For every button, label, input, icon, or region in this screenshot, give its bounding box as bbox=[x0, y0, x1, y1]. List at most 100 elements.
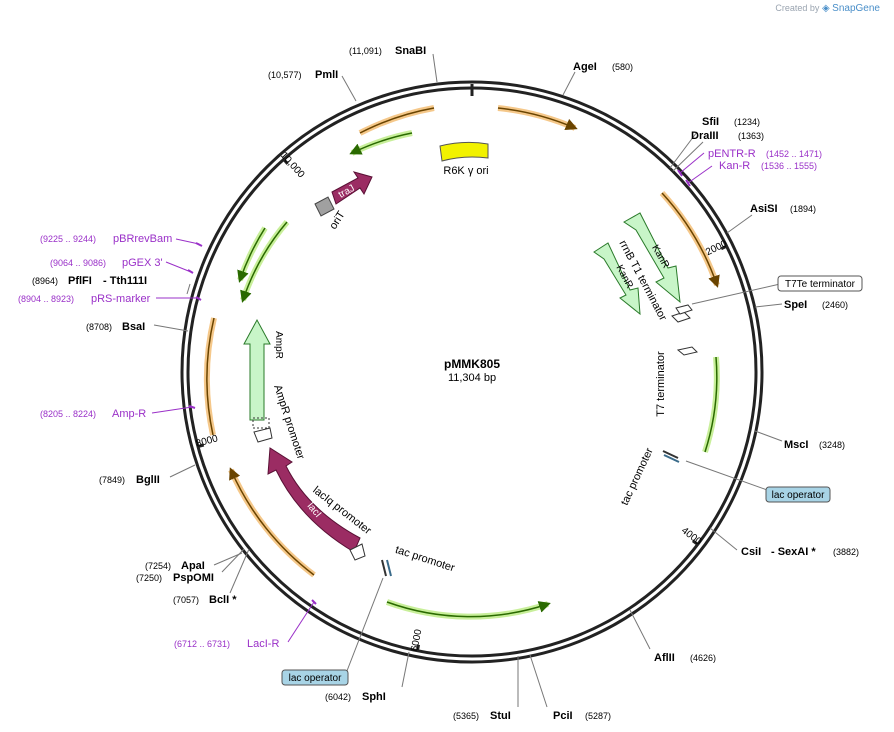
orf-arc bbox=[497, 105, 577, 131]
scale-tick-label: 6000 bbox=[409, 628, 424, 652]
primer-name[interactable]: pBRrevBam bbox=[113, 233, 172, 245]
site-name[interactable]: SpeI bbox=[784, 299, 807, 311]
scale-tick-label: 10,000 bbox=[278, 150, 307, 181]
r6k-ori-label: R6K γ ori bbox=[443, 165, 488, 177]
orit-label: oriT bbox=[327, 209, 347, 232]
scale-tick bbox=[197, 443, 205, 449]
site-name[interactable]: PmlI bbox=[315, 69, 338, 81]
site-position: (1894) bbox=[790, 204, 816, 214]
primer-name[interactable]: Amp-R bbox=[112, 408, 146, 420]
ampr-label: AmpR bbox=[273, 331, 284, 359]
green-orf-arcs bbox=[237, 130, 720, 620]
site-name[interactable]: BglII bbox=[136, 474, 160, 486]
primer-range: (1536 .. 1555) bbox=[761, 161, 817, 171]
orf-arc-line bbox=[359, 107, 435, 134]
scale-tick-label: 8000 bbox=[195, 433, 220, 450]
site-position: (10,577) bbox=[268, 70, 302, 80]
site-alias[interactable]: - Tth111I bbox=[103, 275, 147, 287]
site-name[interactable]: PflFI bbox=[68, 275, 92, 287]
primer-range: (9064 .. 9086) bbox=[50, 258, 106, 268]
orf-arcs bbox=[203, 105, 720, 578]
site-name[interactable]: BsaI bbox=[122, 321, 145, 333]
primer-name[interactable]: pRS-marker bbox=[91, 293, 151, 305]
site-position: (3882) bbox=[833, 547, 859, 557]
site-position: (3248) bbox=[819, 440, 845, 450]
lac-operator-box-bottom bbox=[281, 669, 349, 686]
site-position: (580) bbox=[612, 62, 633, 72]
ampr-promoter-label: AmpR promoter bbox=[271, 383, 307, 461]
site-name[interactable]: ApaI bbox=[181, 560, 205, 572]
site-position: (7250) bbox=[136, 573, 162, 583]
primer-range: (8904 .. 8923) bbox=[18, 294, 74, 304]
site-name[interactable]: CsiI bbox=[741, 546, 761, 558]
plasmid-name: pMMK805 bbox=[444, 357, 500, 371]
scale-tick bbox=[691, 539, 699, 546]
site-name[interactable]: SfiI bbox=[702, 116, 719, 128]
traj-arrow: traJ bbox=[331, 171, 373, 205]
scale-tick bbox=[282, 158, 289, 165]
t7-terminator-label: T7 terminator bbox=[655, 351, 667, 417]
lac-operator-box bbox=[765, 486, 831, 503]
t7te-terminator-label: T7Te terminator bbox=[785, 279, 856, 290]
tac-promoter-label: tac promoter bbox=[619, 446, 656, 507]
site-position: (1234) bbox=[734, 117, 760, 127]
site-position: (7254) bbox=[145, 561, 171, 571]
snapgene-logo-icon: ◈ bbox=[821, 3, 830, 14]
ampr-promoter-icon bbox=[253, 427, 273, 443]
orf-arc-line bbox=[229, 467, 315, 576]
site-position: (6042) bbox=[325, 692, 351, 702]
site-position: (7057) bbox=[173, 595, 199, 605]
site-name[interactable]: AsiSI bbox=[750, 203, 778, 215]
traj-feature bbox=[331, 171, 373, 205]
site-labels: AgeI (580) SfiI (1234) DraIII (1363) Asi… bbox=[32, 45, 859, 722]
site-name[interactable]: PspOMI bbox=[173, 572, 214, 584]
scale-tick bbox=[720, 244, 728, 251]
leader-line bbox=[691, 283, 781, 305]
site-position: (5365) bbox=[453, 711, 479, 721]
orf-arc-green-line bbox=[240, 221, 288, 303]
site-name[interactable]: BclI * bbox=[209, 594, 237, 606]
orf-arc-green-line bbox=[704, 356, 718, 453]
lac-operator-label: lac operator bbox=[772, 490, 825, 501]
backbone-outer bbox=[180, 80, 764, 664]
site-name[interactable]: AflII bbox=[654, 652, 675, 664]
r6k-ori-feature bbox=[439, 141, 489, 162]
tac-promoter-bottom-label: tac promoter bbox=[394, 544, 457, 575]
primer-name[interactable]: LacI-R bbox=[247, 638, 279, 650]
site-position: (4626) bbox=[690, 653, 716, 663]
site-alias[interactable]: - SexAI * bbox=[771, 546, 816, 558]
orf-arc-line bbox=[497, 107, 578, 130]
primer-range: (9225 .. 9244) bbox=[40, 234, 96, 244]
t7te-terminator-box bbox=[777, 275, 863, 292]
primer-range: (6712 .. 6731) bbox=[174, 639, 230, 649]
site-name[interactable]: SnaBI bbox=[395, 45, 426, 57]
ampr-feature bbox=[243, 318, 271, 421]
plasmid-size: 11,304 bp bbox=[448, 372, 496, 384]
site-name[interactable]: StuI bbox=[490, 710, 511, 722]
orf-arc-green-line bbox=[349, 132, 413, 155]
tac-promoter-right-icon bbox=[662, 450, 680, 463]
orf-arc-green bbox=[350, 130, 413, 156]
laci-feature bbox=[267, 447, 361, 553]
orf-arc-green-line bbox=[237, 227, 266, 283]
scale-tick bbox=[415, 644, 421, 651]
terminator-icon bbox=[676, 346, 698, 356]
credit-created-by: Created by bbox=[775, 3, 820, 13]
primer-name[interactable]: Kan-R bbox=[719, 160, 750, 172]
site-name[interactable]: MscI bbox=[784, 439, 808, 451]
tac-promoter-bottom-icon bbox=[381, 559, 392, 577]
site-position: (2460) bbox=[822, 300, 848, 310]
primer-name[interactable]: pENTR-R bbox=[708, 148, 756, 160]
primer-name[interactable]: pGEX 3' bbox=[122, 257, 163, 269]
site-position: (11,091) bbox=[349, 46, 382, 56]
site-name[interactable]: SphI bbox=[362, 691, 386, 703]
site-name[interactable]: PciI bbox=[553, 710, 573, 722]
site-name[interactable]: AgeI bbox=[573, 61, 597, 73]
primer-range: (8205 .. 8224) bbox=[40, 409, 96, 419]
leader-line bbox=[344, 577, 384, 677]
scale-tick-label: 4000 bbox=[679, 525, 704, 548]
site-name[interactable]: DraIII bbox=[691, 130, 719, 142]
site-position: (8964) bbox=[32, 276, 58, 286]
lac-operator-bottom-label: lac operator bbox=[289, 673, 342, 684]
